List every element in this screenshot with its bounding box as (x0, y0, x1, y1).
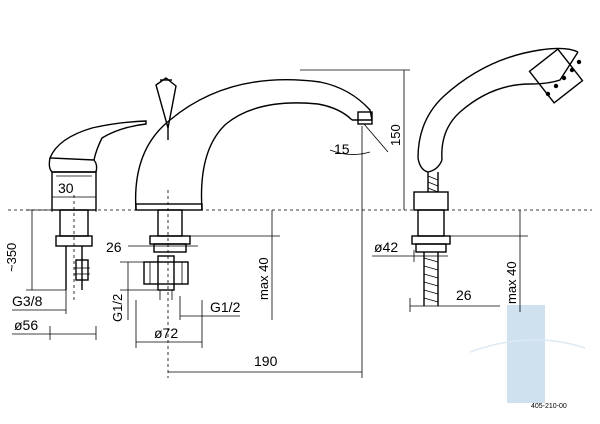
dim-label-g12: G1/2 (210, 299, 241, 315)
dim-width-26-left: 26 (106, 239, 198, 255)
dim-dia-72: ø72 (135, 300, 203, 348)
watermark-logo (469, 305, 586, 403)
dim-width-30: 30 (51, 180, 97, 212)
dim-dia-56: ø56 (12, 317, 97, 340)
dim-label-150: 150 (388, 124, 403, 146)
drawing-code: 405-210-00 (531, 403, 567, 410)
spout-view (134, 77, 373, 378)
mixer-side-view (48, 120, 147, 300)
dim-label-56: ø56 (14, 317, 38, 333)
dim-label-42: ø42 (374, 239, 398, 255)
dim-height-150: 150 (300, 69, 410, 210)
dim-label-26-right: 26 (456, 287, 472, 303)
dim-angle-15: 15 (329, 123, 389, 157)
dim-label-190: 190 (254, 353, 278, 369)
dim-dia-42: ø42 (372, 239, 448, 262)
dim-thread-g12-vertical: G1/2 (110, 261, 158, 322)
dim-width-26-right: 26 (409, 287, 500, 312)
dim-label-350: ~350 (4, 243, 19, 272)
dim-height-350: ~350 (4, 209, 66, 291)
dim-length-190: 190 (168, 126, 363, 378)
dim-label-30: 30 (58, 180, 74, 196)
dim-label-max40-shower: max 40 (504, 261, 519, 304)
shower-nozzles (545, 59, 582, 97)
dim-label-72: ø72 (154, 325, 178, 341)
dim-label-g38: G3/8 (12, 293, 43, 309)
dim-max40-spout: max 40 (190, 210, 280, 320)
dim-label-15: 15 (334, 141, 350, 157)
dim-thread-g38: G3/8 (12, 290, 67, 314)
dim-max40-shower: max 40 (448, 210, 528, 312)
dim-label-26-left: 26 (106, 239, 122, 255)
dim-thread-g12: G1/2 (179, 296, 241, 320)
dim-label-g12-vertical: G1/2 (110, 294, 125, 322)
dim-label-max40-spout: max 40 (256, 257, 271, 300)
hand-shower-view (411, 47, 584, 306)
